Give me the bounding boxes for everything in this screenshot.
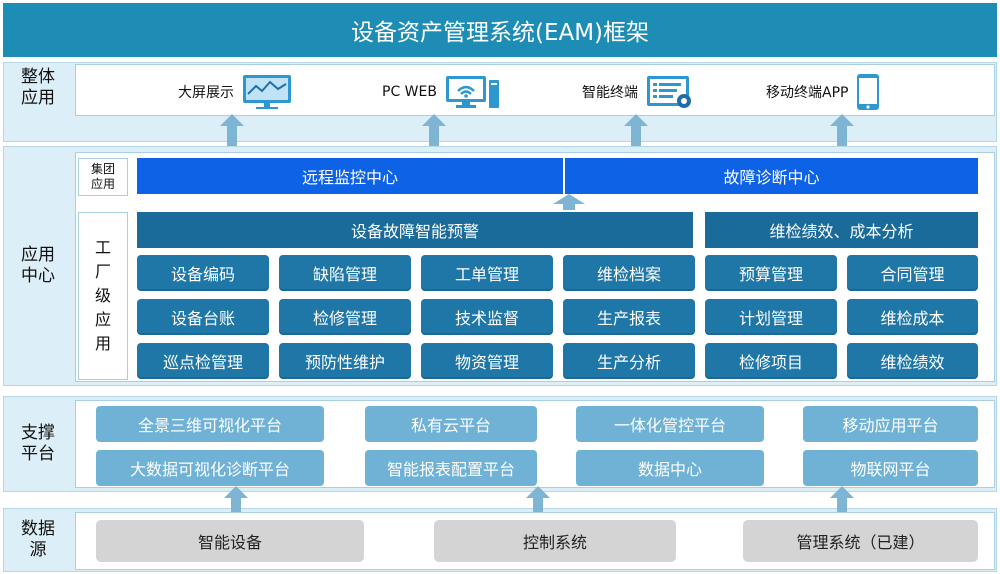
grid-button[interactable]: 计划管理 (705, 299, 837, 335)
page-title: 设备资产管理系统(EAM)框架 (3, 3, 997, 57)
group-app-label: 集团 应用 (78, 158, 128, 196)
support-button[interactable]: 移动应用平台 (803, 406, 978, 442)
grid-button[interactable]: 技术监督 (421, 299, 553, 335)
remote-monitoring-center[interactable]: 远程监控中心 (137, 158, 563, 194)
support-button[interactable]: 大数据可视化诊断平台 (96, 450, 324, 486)
top-item-smart-terminal-label: 智能终端 (582, 85, 638, 101)
support-button[interactable]: 物联网平台 (803, 450, 978, 486)
row-label-top-text: 整体 应用 (21, 67, 55, 108)
data-source-button[interactable]: 管理系统（已建） (743, 520, 978, 562)
data-source-button[interactable]: 控制系统 (434, 520, 676, 562)
group-app-label-text: 集团 应用 (90, 162, 115, 191)
factory-label-char: 级 (94, 286, 111, 305)
grid-button[interactable]: 物资管理 (421, 343, 553, 379)
row-label-support-text: 支撑 平台 (21, 423, 55, 464)
grid-button[interactable]: 生产报表 (563, 299, 695, 335)
data-source-button[interactable]: 智能设备 (96, 520, 364, 562)
row-label-app-text: 应用 中心 (21, 245, 55, 286)
row-label-app: 应用 中心 (3, 146, 73, 386)
top-item-mobile-app-label: 移动终端APP (766, 85, 849, 101)
support-button[interactable]: 数据中心 (576, 450, 764, 486)
top-item-pc-web-label: PC WEB (382, 84, 437, 100)
arrow-up-icon (422, 114, 446, 146)
grid-button[interactable]: 维检档案 (563, 255, 695, 291)
grid-button[interactable]: 缺陷管理 (279, 255, 411, 291)
top-panel (75, 64, 995, 116)
top-item-large-screen-label: 大屏展示 (178, 85, 234, 101)
mobile-icon (856, 73, 880, 111)
row-label-top: 整体 应用 (3, 62, 73, 114)
top-item-pc-web[interactable]: PC WEB (382, 72, 501, 112)
factory-app-label: 工 厂 级 应 用 (78, 212, 128, 380)
arrow-up-icon (830, 114, 854, 146)
arrow-up-icon (224, 486, 248, 514)
factory-label-char: 厂 (94, 262, 111, 281)
row-label-support: 支撑 平台 (3, 396, 73, 492)
arrow-up-icon (830, 486, 854, 514)
fault-warning-header[interactable]: 设备故障智能预警 (137, 212, 693, 248)
support-button[interactable]: 全景三维可视化平台 (96, 406, 324, 442)
grid-button[interactable]: 维检绩效 (847, 343, 978, 379)
arrow-up-icon (526, 486, 550, 514)
smart-terminal-icon (646, 74, 694, 110)
arrow-up-icon (553, 194, 585, 210)
factory-label-char: 应 (94, 310, 111, 329)
top-item-large-screen[interactable]: 大屏展示 (178, 72, 292, 112)
factory-label-char: 工 (94, 238, 111, 257)
grid-button[interactable]: 设备编码 (137, 255, 269, 291)
performance-cost-header[interactable]: 维检绩效、成本分析 (705, 212, 978, 248)
arrow-up-icon (624, 114, 648, 146)
fault-diagnosis-center[interactable]: 故障诊断中心 (565, 158, 978, 194)
grid-button[interactable]: 检修项目 (705, 343, 837, 379)
row-label-data-text: 数据 源 (21, 519, 55, 560)
grid-button[interactable]: 维检成本 (847, 299, 978, 335)
grid-button[interactable]: 预防性维护 (279, 343, 411, 379)
top-item-smart-terminal[interactable]: 智能终端 (582, 72, 694, 112)
grid-button[interactable]: 设备台账 (137, 299, 269, 335)
row-label-data: 数据 源 (3, 508, 73, 572)
grid-button[interactable]: 检修管理 (279, 299, 411, 335)
factory-label-char: 用 (94, 334, 111, 353)
arrow-up-icon (220, 114, 244, 146)
top-item-mobile-app[interactable]: 移动终端APP (766, 72, 880, 112)
pc-icon (445, 74, 501, 110)
grid-button[interactable]: 合同管理 (847, 255, 978, 291)
large-screen-icon (242, 74, 292, 110)
support-button[interactable]: 一体化管控平台 (576, 406, 764, 442)
grid-button[interactable]: 巡点检管理 (137, 343, 269, 379)
support-button[interactable]: 私有云平台 (365, 406, 537, 442)
grid-button[interactable]: 工单管理 (421, 255, 553, 291)
support-button[interactable]: 智能报表配置平台 (365, 450, 537, 486)
grid-button[interactable]: 预算管理 (705, 255, 837, 291)
grid-button[interactable]: 生产分析 (563, 343, 695, 379)
